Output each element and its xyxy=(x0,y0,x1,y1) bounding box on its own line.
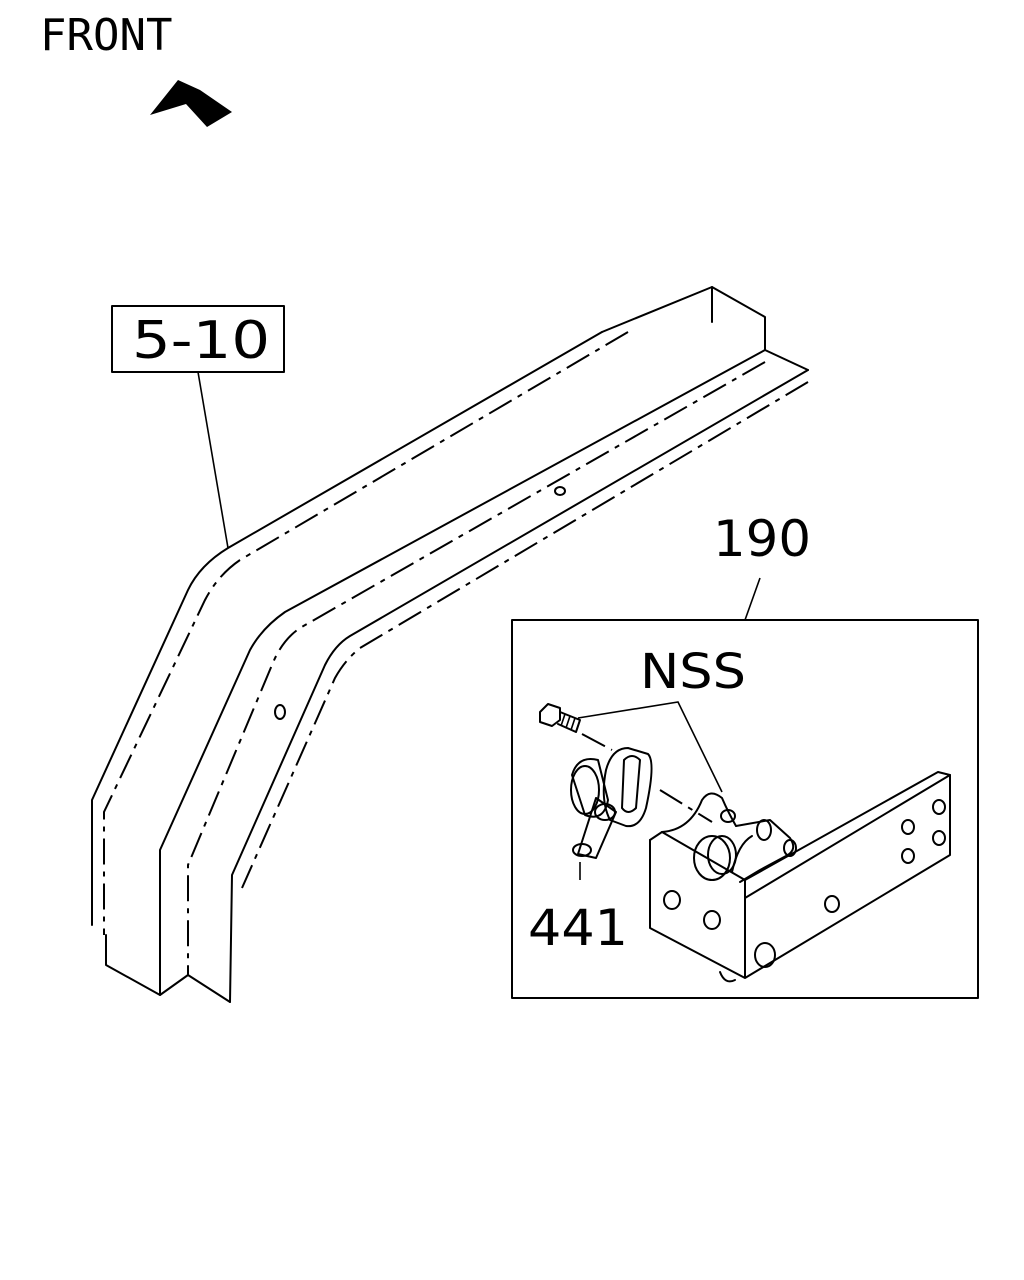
frame-ref-label: 5-10 xyxy=(132,311,270,371)
part-label: 441 xyxy=(528,899,628,957)
fastener-label: NSS xyxy=(640,644,746,700)
front-label: FRONT xyxy=(40,10,172,61)
front-arrow-icon xyxy=(150,80,232,127)
assembly-axis xyxy=(659,789,713,823)
detail-box xyxy=(511,619,979,999)
assembly-leader xyxy=(744,577,761,621)
bolt-icon xyxy=(539,703,613,751)
frame-rail xyxy=(91,286,809,1003)
assembly-label: 190 xyxy=(713,510,811,568)
bracket-assembly xyxy=(649,771,951,983)
frame-ref-leader xyxy=(197,371,229,549)
fastener-leader xyxy=(577,701,723,793)
lever-part xyxy=(570,747,653,859)
